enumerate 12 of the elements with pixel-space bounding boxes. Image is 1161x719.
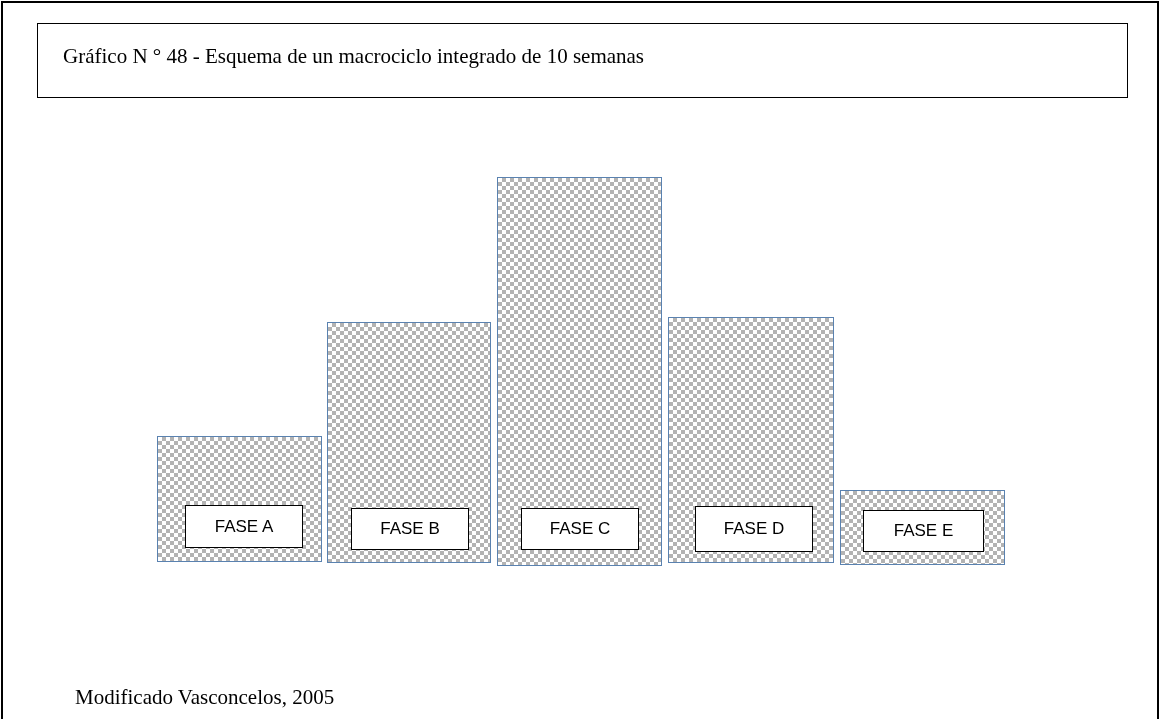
phase-label-box: FASE B [351, 508, 469, 550]
checkered-bar [840, 490, 1005, 565]
phase-label-box: FASE C [521, 508, 639, 550]
checkered-bar [497, 177, 662, 566]
caption: Modificado Vasconcelos, 2005 [75, 684, 335, 711]
phase-label-box: FASE A [185, 505, 303, 548]
title: Gráfico N ° 48 - Esquema de un macrociclo integrado de 10 semanas [63, 43, 645, 70]
phase-label-box: FASE D [695, 506, 813, 552]
checkered-bar [157, 436, 322, 562]
phase-label-box: FASE E [863, 510, 984, 552]
checkered-bar [327, 322, 491, 563]
checkered-bar [668, 317, 834, 563]
